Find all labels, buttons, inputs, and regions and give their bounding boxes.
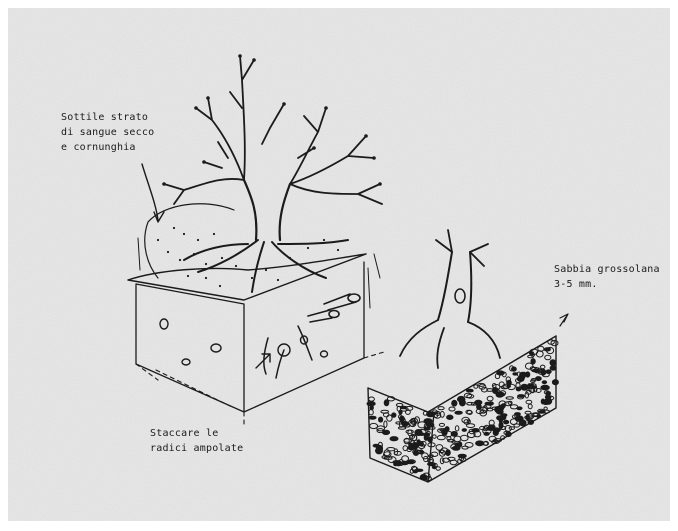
gravel-pebble	[488, 425, 495, 429]
gravel-pebble	[452, 400, 457, 406]
gravel-pebble	[550, 366, 556, 370]
gravel-pebble	[458, 442, 462, 447]
gravel-pebble	[552, 380, 558, 385]
gravel-pebble	[518, 395, 525, 398]
gravel-pebble	[521, 373, 526, 379]
gravel-pebble	[475, 400, 482, 404]
label-coarse-sand: Sabbia grossolana 3-5 mm.	[554, 262, 660, 292]
gravel-pebble	[427, 412, 435, 417]
gravel-pebble	[367, 402, 375, 406]
gravel-pebble	[493, 430, 498, 435]
gravel-pebble	[506, 432, 512, 437]
gravel-pebble	[428, 463, 436, 466]
label-thin-layer-line-1: Sottile strato	[61, 110, 154, 125]
gravel-pebble	[420, 474, 427, 480]
gravel-pebble	[447, 415, 453, 419]
gravel-pebble	[373, 444, 379, 447]
gravel-pebble	[458, 454, 466, 458]
gravel-pebble	[424, 435, 428, 441]
gravel-pebble	[402, 421, 408, 426]
label-thin-layer-line-3: e cornunghia	[61, 140, 154, 155]
gravel-pebble	[539, 411, 546, 414]
gravel-pebble	[462, 429, 466, 432]
gravel-pebble	[466, 389, 473, 392]
gravel-pebble	[496, 409, 503, 414]
label-detach-roots-line-2: radici ampolate	[150, 441, 243, 456]
gravel-pebble	[415, 430, 422, 436]
label-coarse-sand-line-1: Sabbia grossolana	[554, 262, 660, 277]
gravel-pebble	[455, 411, 462, 414]
gravel-pebble	[501, 415, 506, 420]
gravel-pebble	[521, 384, 528, 390]
gravel-pebble	[497, 371, 505, 375]
gravel-pebble	[413, 443, 418, 449]
gravel-pebble	[379, 417, 383, 422]
gravel-pebble	[504, 420, 509, 424]
label-thin-layer: Sottile strato di sangue secco e cornung…	[61, 110, 154, 155]
gravel-pebble	[536, 377, 542, 381]
gravel-pebble	[442, 429, 447, 435]
gravel-pebble	[541, 369, 546, 375]
textured-paper-background: Sottile strato di sangue secco e cornung…	[8, 8, 670, 521]
gravel-pebble	[493, 388, 499, 394]
gravel-pebble	[376, 448, 383, 454]
gravel-pebble	[542, 381, 546, 384]
gravel-pebble	[390, 437, 398, 441]
gravel-pebble	[543, 400, 548, 405]
gravel-pebble	[489, 402, 494, 405]
gravel-pebble	[519, 420, 526, 426]
gravel-pebble	[528, 420, 534, 425]
label-detach-roots: Staccare le radici ampolate	[150, 426, 243, 456]
gravel-pebble	[531, 359, 535, 364]
label-detach-roots-line-1: Staccare le	[150, 426, 243, 441]
label-thin-layer-line-2: di sangue secco	[61, 125, 154, 140]
gravel-pebble	[512, 367, 517, 371]
gravel-pebble	[513, 373, 518, 375]
gravel-pebble	[452, 432, 458, 437]
gravel-pebble	[369, 416, 376, 419]
gravel-pebble	[550, 360, 556, 366]
gravel-pebble	[541, 385, 549, 390]
label-coarse-sand-line-2: 3-5 mm.	[554, 277, 660, 292]
